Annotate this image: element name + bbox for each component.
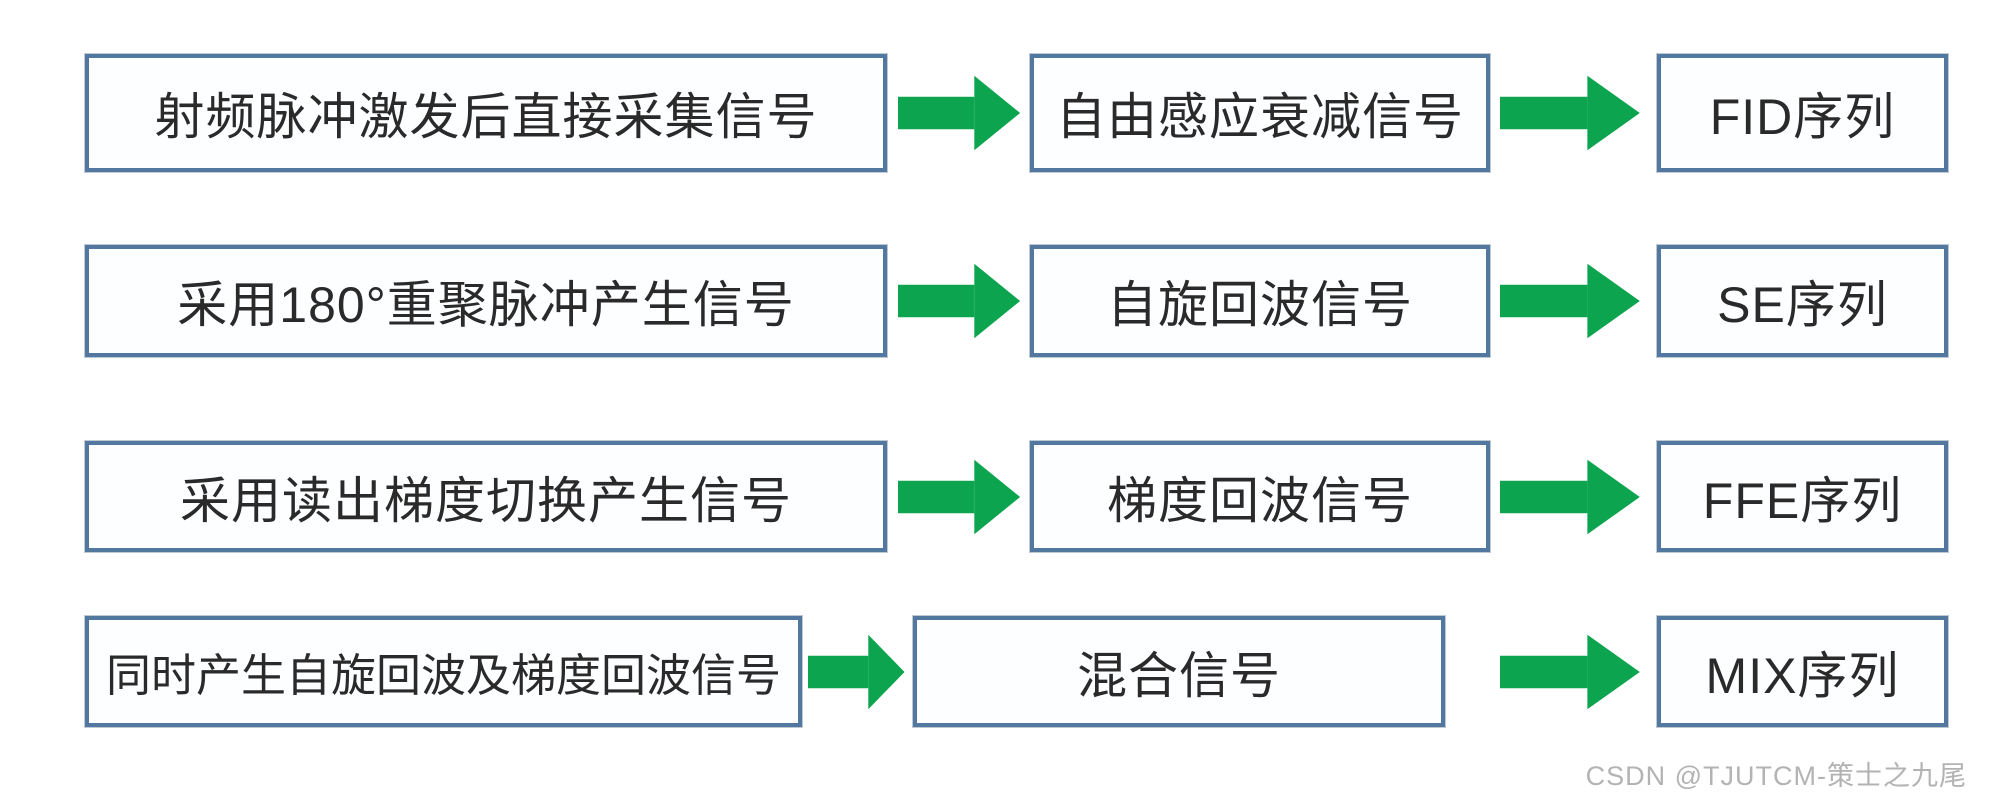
signal-label: 自由感应衰减信号 [1056, 89, 1464, 145]
sequence-label: FFE序列 [1702, 472, 1903, 529]
arrow-right-icon [1500, 616, 1642, 727]
arrow-right-icon [1500, 245, 1642, 357]
flow-row-mix: 同时产生自旋回波及梯度回波信号 混合信号 MIX序列 [0, 616, 1999, 727]
sequence-box: FFE序列 [1657, 441, 1948, 552]
arrow-right-icon [898, 245, 1022, 357]
sequence-box: SE序列 [1657, 245, 1948, 357]
source-box: 采用读出梯度切换产生信号 [85, 441, 887, 552]
arrow-right-icon [1500, 441, 1642, 552]
source-label: 采用180°重聚脉冲产生信号 [177, 277, 795, 333]
signal-box: 梯度回波信号 [1030, 441, 1490, 552]
source-label: 同时产生自旋回波及梯度回波信号 [105, 650, 781, 701]
sequence-box: MIX序列 [1657, 616, 1948, 727]
sequence-box: FID序列 [1657, 54, 1948, 172]
signal-box: 自旋回波信号 [1030, 245, 1490, 357]
arrow-right-icon [1500, 54, 1642, 172]
arrow-right-icon [898, 441, 1022, 552]
source-label: 射频脉冲激发后直接采集信号 [154, 89, 818, 145]
signal-label: 混合信号 [1077, 647, 1281, 704]
signal-label: 自旋回波信号 [1107, 277, 1413, 333]
source-box: 射频脉冲激发后直接采集信号 [85, 54, 887, 172]
flow-row-ffe: 采用读出梯度切换产生信号 梯度回波信号 FFE序列 [0, 441, 1999, 552]
source-box: 同时产生自旋回波及梯度回波信号 [85, 616, 802, 727]
sequence-label: SE序列 [1717, 277, 1888, 333]
source-label: 采用读出梯度切换产生信号 [180, 472, 792, 529]
sequence-label: FID序列 [1709, 89, 1896, 145]
signal-label: 梯度回波信号 [1107, 472, 1413, 529]
arrow-right-icon [898, 54, 1022, 172]
sequence-label: MIX序列 [1705, 647, 1900, 704]
arrow-right-icon [808, 616, 906, 727]
source-box: 采用180°重聚脉冲产生信号 [85, 245, 887, 357]
watermark: CSDN @TJUTCM-策士之九尾 [1585, 761, 1967, 791]
flow-row-fid: 射频脉冲激发后直接采集信号 自由感应衰减信号 FID序列 [0, 54, 1999, 172]
signal-box: 自由感应衰减信号 [1030, 54, 1490, 172]
flow-row-se: 采用180°重聚脉冲产生信号 自旋回波信号 SE序列 [0, 245, 1999, 357]
signal-box: 混合信号 [913, 616, 1445, 727]
